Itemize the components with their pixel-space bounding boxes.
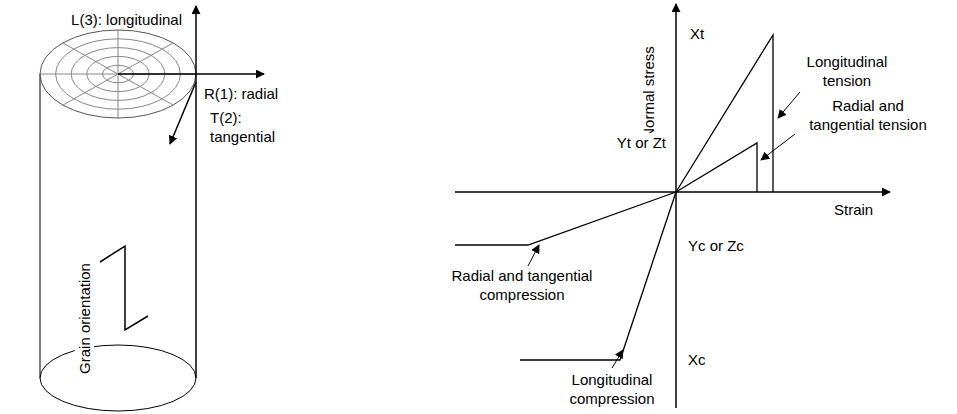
grain-symbol — [100, 246, 148, 330]
curve-label: Longitudinal compression — [560, 370, 664, 408]
material-axes — [118, 6, 264, 378]
ray-line — [118, 74, 173, 105]
ray-line — [63, 74, 118, 105]
strength-label: Yc or Zc — [686, 236, 746, 255]
strength-label: Yt or Zt — [615, 133, 668, 152]
axis-label: L(3): longitudinal — [69, 10, 184, 29]
strength-label: Xt — [688, 24, 706, 43]
curve-label: Radial and tangential tension — [800, 96, 936, 134]
axis-title: Strain — [832, 200, 875, 219]
strength-label: Xc — [686, 350, 708, 369]
axis-title: Normal stress — [638, 44, 657, 141]
ray-line — [63, 43, 118, 74]
ray-line — [118, 74, 119, 118]
wood-cylinder — [40, 30, 196, 411]
grain-label: Grain orientation — [75, 261, 94, 376]
ray-line — [118, 43, 173, 74]
ray-line — [40, 74, 118, 75]
curve-label: Radial and tangential compression — [440, 266, 604, 304]
curve-label: Longitudinal tension — [797, 52, 897, 90]
axis-label: R(1): radial — [202, 84, 280, 103]
ray-line — [118, 30, 119, 74]
axis-label: T(2): tangential — [208, 108, 290, 146]
